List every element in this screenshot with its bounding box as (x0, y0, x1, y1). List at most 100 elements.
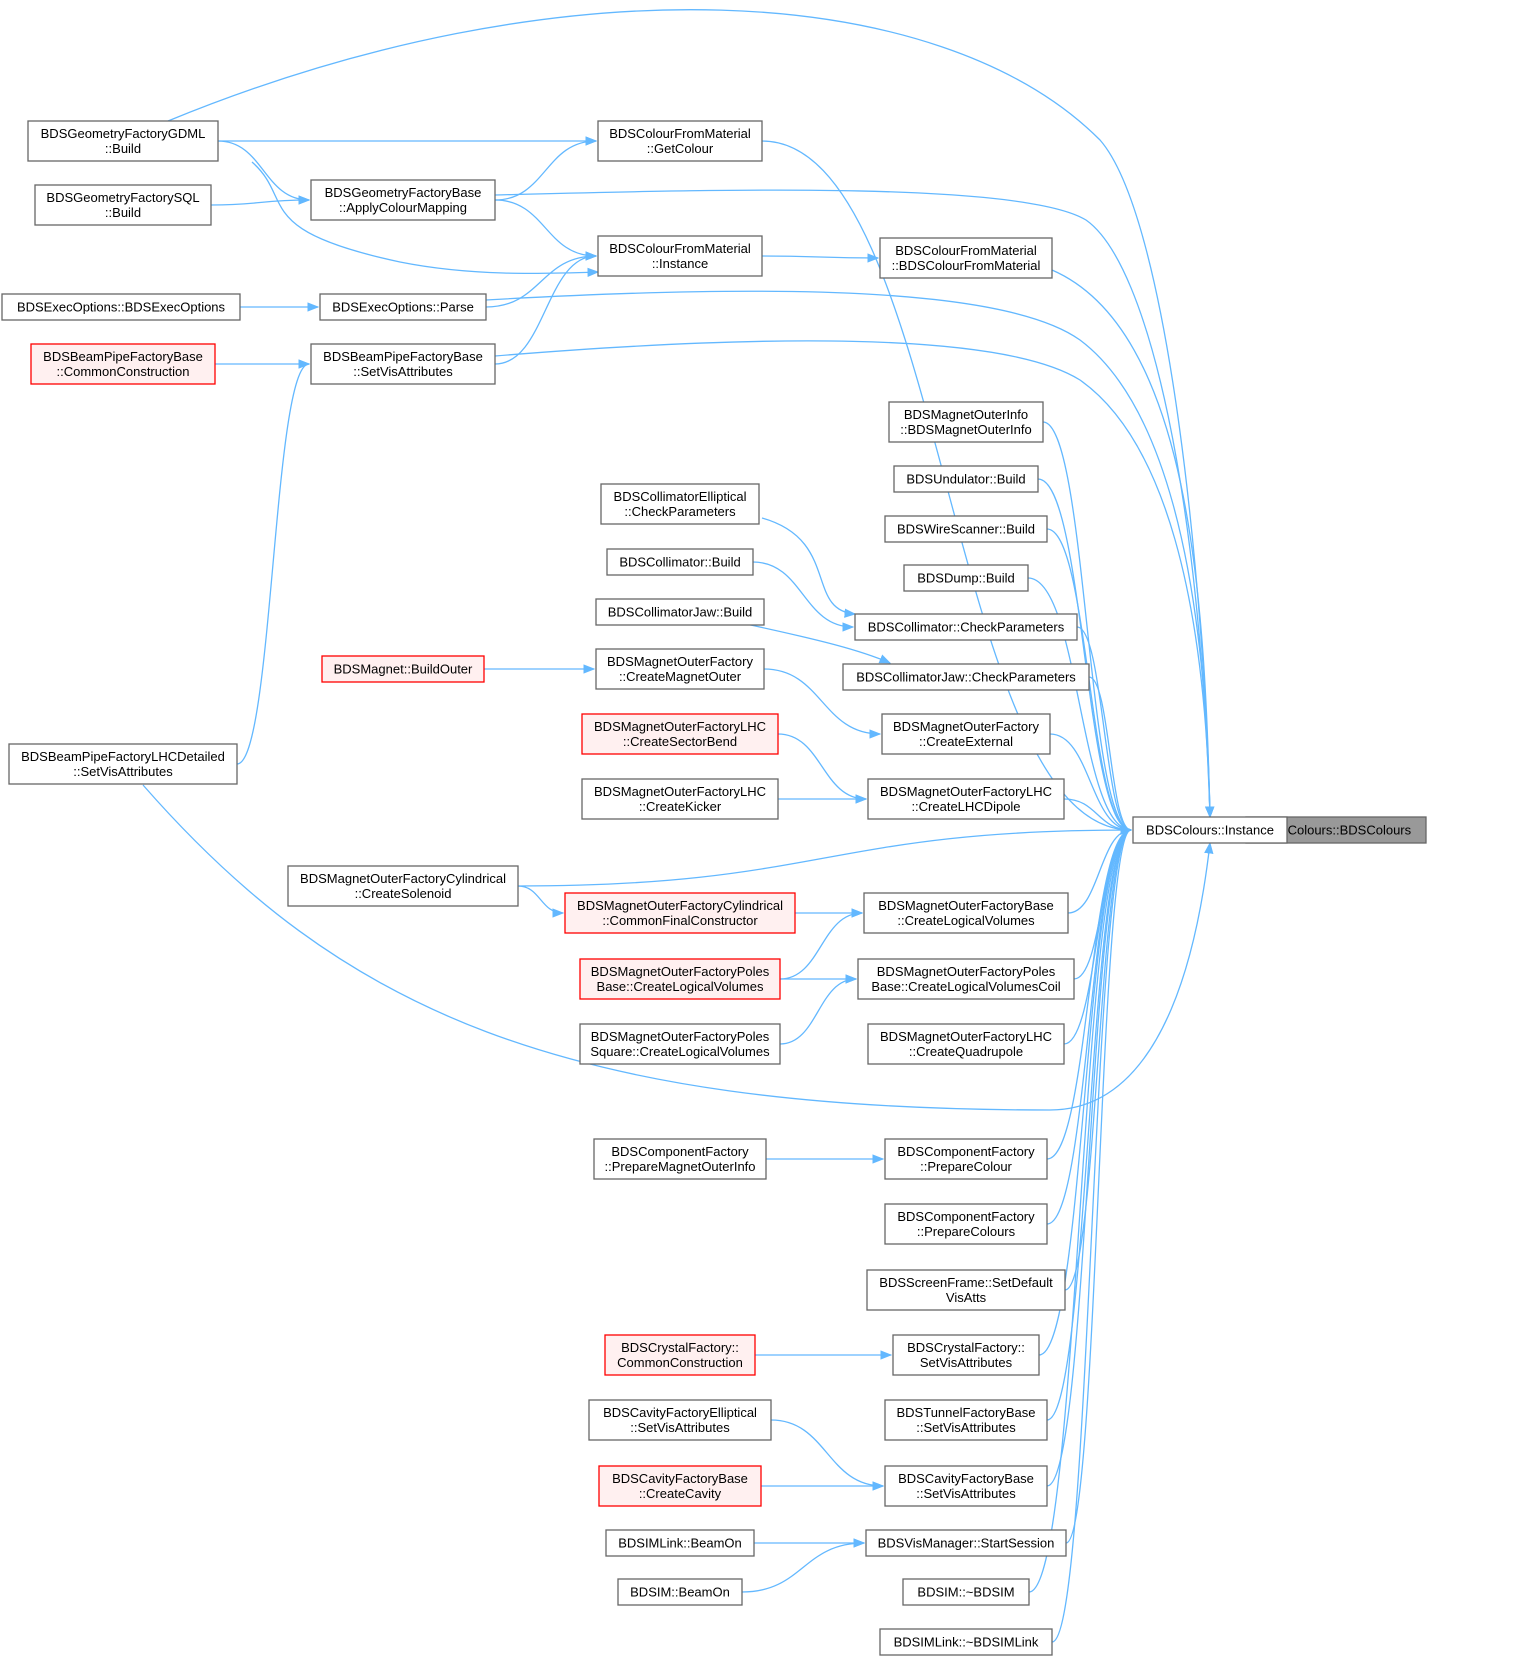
node-polessquare[interactable]: BDSMagnetOuterFactoryPolesSquare::Create… (579, 1023, 781, 1065)
node-box (598, 1465, 762, 1507)
node-label: BDSMagnetOuterFactoryLHC (880, 1029, 1052, 1044)
node-box (581, 778, 779, 820)
node-label: BDSColourFromMaterial (609, 241, 751, 256)
node-box (581, 713, 779, 755)
node-box (854, 613, 1078, 641)
node-label: BDSCavityFactoryElliptical (603, 1405, 757, 1420)
node-magouterinfo[interactable]: BDSMagnetOuterInfo::BDSMagnetOuterInfo (888, 401, 1044, 443)
edge-cfmctor-to-instance (1051, 269, 1215, 819)
node-label: ::SetVisAttributes (916, 1486, 1016, 1501)
node-gdml[interactable]: BDSGeometryFactoryGDML::Build (27, 120, 219, 162)
node-box (605, 1529, 755, 1557)
node-applycm[interactable]: BDSGeometryFactoryBase::ApplyColourMappi… (310, 179, 496, 221)
node-label: ::CheckParameters (624, 504, 736, 519)
node-startsession[interactable]: BDSVisManager::StartSession (865, 1529, 1067, 1557)
node-createexternal[interactable]: BDSMagnetOuterFactory::CreateExternal (881, 713, 1051, 755)
node-preparecolour[interactable]: BDSComponentFactory::PrepareColour (884, 1138, 1048, 1180)
node-tunnelsetvis[interactable]: BDSTunnelFactoryBase::SetVisAttributes (884, 1399, 1048, 1441)
node-colljawcheck[interactable]: BDSCollimatorJaw::CheckParameters (842, 663, 1090, 691)
node-linkdtor[interactable]: BDSIMLink::~BDSIMLink (879, 1628, 1053, 1656)
edge-magouterinfo-to-instance (1042, 421, 1133, 835)
node-bplhc[interactable]: BDSBeamPipeFactoryLHCDetailed::SetVisAtt… (8, 743, 238, 785)
node-preparecolours[interactable]: BDSComponentFactory::PrepareColours (884, 1203, 1048, 1245)
node-quadrupole[interactable]: BDSMagnetOuterFactoryLHC::CreateQuadrupo… (867, 1023, 1065, 1065)
node-box (593, 1138, 767, 1180)
node-collellcheck[interactable]: BDSCollimatorElliptical::CheckParameters (600, 483, 760, 525)
node-instance[interactable]: BDSColours::Instance (1132, 816, 1288, 844)
node-label: BDSMagnetOuterFactory (893, 719, 1039, 734)
node-crystalcommon[interactable]: BDSCrystalFactory::CommonConstruction (604, 1334, 756, 1376)
node-cylfinal[interactable]: BDSMagnetOuterFactoryCylindrical::Common… (564, 892, 796, 934)
node-kicker[interactable]: BDSMagnetOuterFactoryLHC::CreateKicker (581, 778, 779, 820)
node-polesbaselogical[interactable]: BDSMagnetOuterFactoryPolesBase::CreateLo… (579, 958, 781, 1000)
edge-bplhc-to-bpsetvis (236, 359, 311, 765)
node-bpsetvis[interactable]: BDSBeamPipeFactoryBase::SetVisAttributes (310, 343, 496, 385)
node-bpcommon[interactable]: BDSBeamPipeFactoryBase::CommonConstructi… (30, 343, 216, 385)
node-box (595, 648, 765, 690)
node-bdsimdtor[interactable]: BDSIM::~BDSIM (902, 1578, 1030, 1606)
node-wirescanner[interactable]: BDSWireScanner::Build (884, 515, 1048, 543)
node-buildouter[interactable]: BDSMagnet::BuildOuter (321, 655, 485, 683)
node-label: ::CreateMagnetOuter (619, 669, 742, 684)
edge-bpsetvis-to-instance (494, 340, 1215, 819)
node-cavellsetvis[interactable]: BDSCavityFactoryElliptical::SetVisAttrib… (588, 1399, 772, 1441)
node-polesbasecoil[interactable]: BDSMagnetOuterFactoryPolesBase::CreateLo… (857, 958, 1075, 1000)
node-linkbeamon[interactable]: BDSIMLink::BeamOn (605, 1529, 755, 1557)
node-preparemoi[interactable]: BDSComponentFactory::PrepareMagnetOuterI… (593, 1138, 767, 1180)
node-box (884, 515, 1048, 543)
node-label: SetVisAttributes (920, 1355, 1013, 1370)
node-lhcdipole[interactable]: BDSMagnetOuterFactoryLHC::CreateLHCDipol… (867, 778, 1065, 820)
node-parse[interactable]: BDSExecOptions::Parse (319, 293, 487, 321)
node-label: BDSColours::Instance (1146, 823, 1274, 838)
edge-parse-to-cfminst (485, 251, 598, 308)
edge-bplhc-to-instance (142, 784, 1214, 1111)
edge-collcheck-to-instance (1076, 626, 1133, 835)
node-label: BDSMagnetOuterFactoryLHC (594, 719, 766, 734)
node-label: BDSColours::BDSColours (1261, 823, 1412, 838)
edge-applycm-to-cfminst (494, 199, 598, 261)
node-label: BDSCavityFactoryBase (612, 1471, 748, 1486)
node-box (564, 892, 796, 934)
edge-preparecolours-to-instance (1046, 825, 1133, 1225)
edge-polesbaselogical-to-baselogical (779, 908, 864, 980)
node-collbuild[interactable]: BDSCollimator::Build (606, 548, 754, 576)
node-undulator[interactable]: BDSUndulator::Build (893, 465, 1039, 493)
node-label: BDSUndulator::Build (906, 472, 1025, 487)
node-collcheck[interactable]: BDSCollimator::CheckParameters (854, 613, 1078, 641)
node-cfmctor[interactable]: BDSColourFromMaterial::BDSColourFromMate… (879, 237, 1053, 279)
node-cavcreate[interactable]: BDSCavityFactoryBase::CreateCavity (598, 1465, 762, 1507)
node-box (879, 1628, 1053, 1656)
node-baselogical[interactable]: BDSMagnetOuterFactoryBase::CreateLogical… (863, 892, 1069, 934)
node-label: VisAtts (946, 1290, 987, 1305)
node-label: ::CommonFinalConstructor (602, 913, 758, 928)
edge-colljawbuild-to-colljawcheck (745, 623, 892, 664)
edge-gdml-to-instance (167, 9, 1215, 819)
node-dump[interactable]: BDSDump::Build (903, 564, 1029, 592)
node-getcolour[interactable]: BDSColourFromMaterial::GetColour (597, 120, 763, 162)
node-createmagouter[interactable]: BDSMagnetOuterFactory::CreateMagnetOuter (595, 648, 765, 690)
edge-solenoid-to-cylfinal (517, 885, 565, 918)
node-crystalsetvis[interactable]: BDSCrystalFactory::SetVisAttributes (892, 1334, 1040, 1376)
node-bdsimbeamon[interactable]: BDSIM::BeamOn (617, 1578, 743, 1606)
node-sectorbend[interactable]: BDSMagnetOuterFactoryLHC::CreateSectorBe… (581, 713, 779, 755)
node-solenoid[interactable]: BDSMagnetOuterFactoryCylindrical::Create… (287, 865, 519, 907)
node-label: BDSGeometryFactoryBase (325, 185, 482, 200)
node-label: BDSColourFromMaterial (895, 243, 1037, 258)
node-box (617, 1578, 743, 1606)
node-cfminst[interactable]: BDSColourFromMaterial::Instance (597, 235, 763, 277)
edge-parse-to-instance (485, 290, 1215, 819)
node-box (884, 1465, 1048, 1507)
node-cavsetvis[interactable]: BDSCavityFactoryBase::SetVisAttributes (884, 1465, 1048, 1507)
node-box (27, 120, 219, 162)
node-box (863, 892, 1069, 934)
node-box (884, 1399, 1048, 1441)
node-execopt[interactable]: BDSExecOptions::BDSExecOptions (1, 293, 241, 321)
edge-bdsimbeamon-to-startsession (741, 1538, 866, 1593)
node-box (866, 1269, 1066, 1311)
node-colljawbuild[interactable]: BDSCollimatorJaw::Build (595, 598, 765, 626)
node-sql[interactable]: BDSGeometryFactorySQL::Build (34, 184, 212, 226)
node-label: ::BDSMagnetOuterInfo (900, 422, 1032, 437)
node-label: BDSScreenFrame::SetDefault (879, 1275, 1053, 1290)
node-label: BDSCollimator::Build (619, 555, 740, 570)
